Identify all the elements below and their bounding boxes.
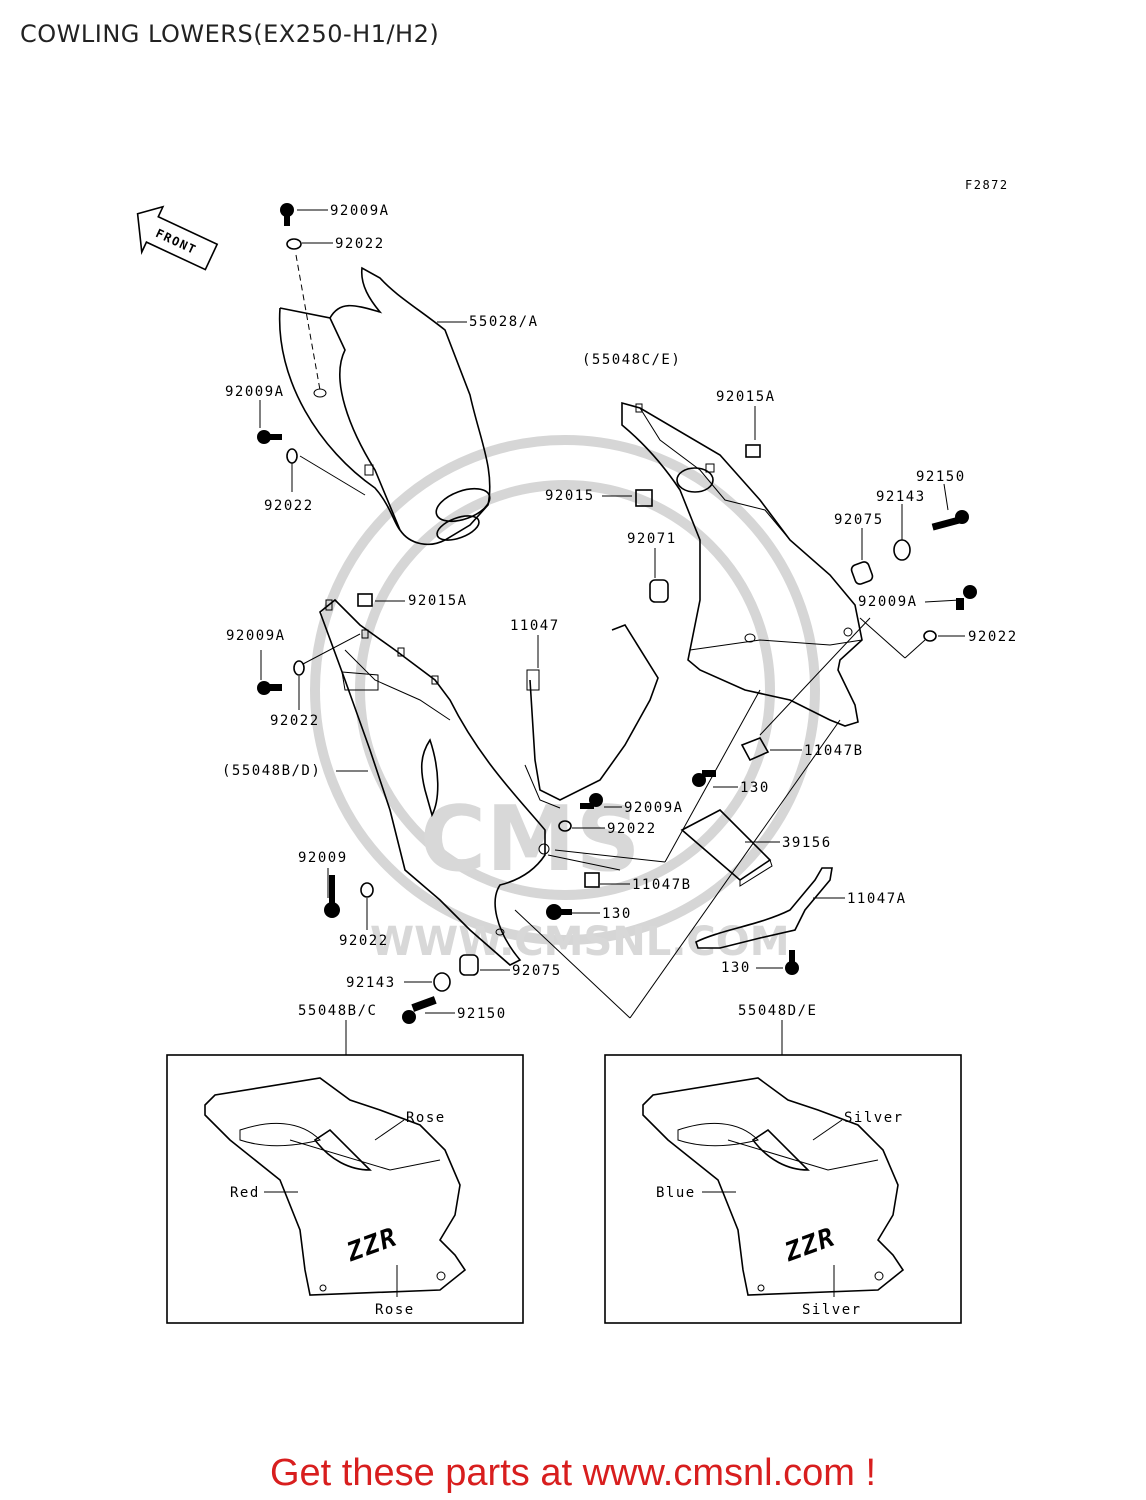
color-label: Silver [844,1110,904,1126]
label-92009a: 92009A [330,203,390,219]
variant-box-right: ZZR Silver Blue Silver [604,1054,962,1324]
label-11047b: 11047B [804,743,864,759]
label-55048bd: (55048B/D) [222,763,321,779]
label-55048ce: (55048C/E) [582,352,681,368]
bolt-icon [546,904,572,920]
label-55028a: 55028/A [469,314,539,330]
grommet-icon [850,561,874,585]
label-92015a: 92015A [716,389,776,405]
clip-icon [745,444,761,458]
right-lower-cowl [621,401,863,727]
bolt-icon [692,770,716,787]
bolt-icon [402,996,437,1024]
front-arrow-icon: FRONT [136,205,219,271]
bolt-icon [580,793,603,809]
cowl-inner-panel [278,266,491,546]
color-label: Blue [656,1185,696,1201]
bolt-icon [257,430,282,444]
grommet-icon [649,579,669,603]
grommet-icon [459,954,479,976]
zzr-logo: ZZR [342,1222,402,1268]
label-92009a: 92009A [225,384,285,400]
bracket-11047 [524,624,659,809]
label-92022: 92022 [339,933,389,949]
label-92150: 92150 [916,469,966,485]
label-11047a: 11047A [847,891,907,907]
label-130: 130 [721,960,751,976]
collar-icon [893,539,911,561]
label-92075: 92075 [834,512,884,528]
washer-icon [923,630,937,642]
left-lower-cowl [319,598,550,966]
label-92075: 92075 [512,963,562,979]
bolt-icon [785,950,799,975]
label-92009: 92009 [298,850,348,866]
bracket-11047b-icon [740,737,770,762]
svg-text:WWW.CMSNL.COM: WWW.CMSNL.COM [370,919,790,965]
label-11047b: 11047B [632,877,692,893]
washer-icon [293,660,305,676]
washer-icon [558,820,572,832]
label-92015a: 92015A [408,593,468,609]
bolt-icon [280,203,294,226]
clip-icon [357,593,373,607]
label-92143: 92143 [876,489,926,505]
collar-icon [433,972,451,992]
leader-lines [259,209,965,1055]
footer-link[interactable]: Get these parts at www.cmsnl.com ! [269,1452,877,1494]
bolt-icon [931,510,969,531]
label-92143: 92143 [346,975,396,991]
color-label: Rose [375,1302,415,1318]
label-92009a: 92009A [226,628,286,644]
svg-text:CMS: CMS [420,787,640,892]
part-labels: 92009A 92022 55028/A 92009A 92022 (55048… [222,203,1018,1022]
zzr-logo: ZZR [780,1222,840,1268]
clip-icon [584,872,600,888]
label-92150: 92150 [457,1006,507,1022]
variant-box-left: ZZR Rose Red Rose [166,1054,524,1324]
label-92009a: 92009A [624,800,684,816]
label-55048de: 55048D/E [738,1003,817,1019]
label-39156: 39156 [782,835,832,851]
pad-39156 [680,809,773,887]
label-92022: 92022 [335,236,385,252]
bolt-icon [956,585,977,610]
label-55048bc: 55048B/C [298,1003,377,1019]
label-92022: 92022 [968,629,1018,645]
washer-icon [286,238,302,250]
label-11047: 11047 [510,618,560,634]
bracket-11047a [695,867,833,949]
washer-icon [286,448,298,464]
label-92022: 92022 [607,821,657,837]
clip-icon [635,489,653,507]
label-92009a: 92009A [858,594,918,610]
label-130: 130 [602,906,632,922]
label-92015: 92015 [545,488,595,504]
figure-code: F2872 [965,178,1009,192]
color-label: Rose [406,1110,446,1126]
label-92022: 92022 [270,713,320,729]
label-92022: 92022 [264,498,314,514]
washer-icon [360,882,374,898]
bolt-icon [324,875,340,918]
bolt-icon [257,681,282,695]
label-92071: 92071 [627,531,677,547]
label-130: 130 [740,780,770,796]
color-label: Silver [802,1302,862,1318]
page-title: COWLING LOWERS(EX250-H1/H2) [20,20,440,48]
color-label: Red [230,1185,260,1201]
